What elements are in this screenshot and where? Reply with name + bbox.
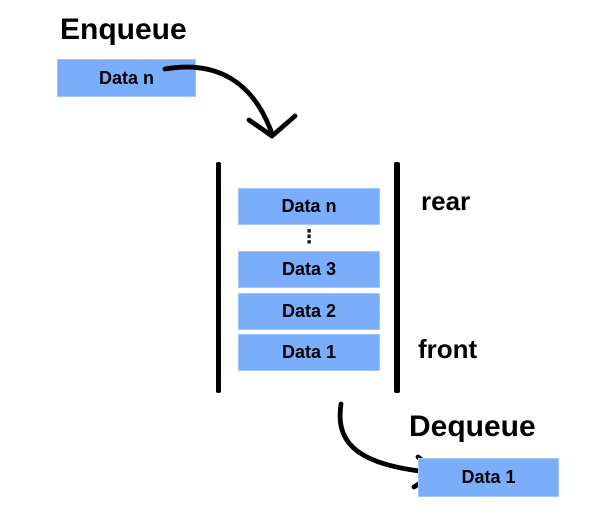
front-label: front [418,334,478,364]
dequeue-data-box: Data 1 [418,458,559,497]
queue-ellipsis-icon: ⋮ [299,225,319,248]
enqueue-data-box: Data n [57,59,196,97]
queue-left-wall [216,162,221,393]
enqueue-title: Enqueue [60,13,187,46]
queue-cell-rear: Data n [238,188,380,225]
queue-cell: Data 3 [238,251,380,288]
queue-cell-front: Data 1 [238,334,380,371]
queue-cell: Data 2 [238,293,380,330]
rear-label: rear [421,186,471,216]
queue-right-wall [394,162,400,393]
dequeue-title: Dequeue [409,410,536,443]
enqueue-arrowhead-icon [246,113,298,139]
